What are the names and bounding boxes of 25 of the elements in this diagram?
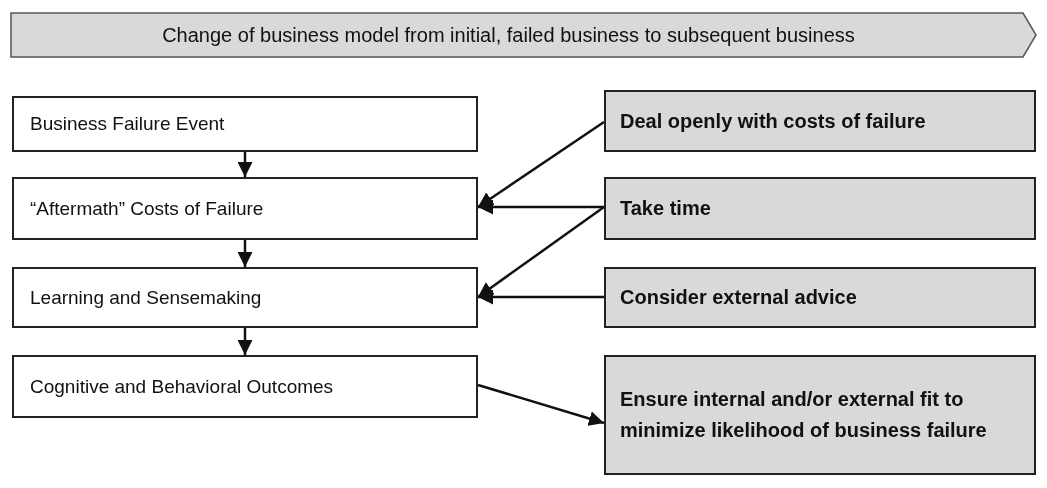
stage-box — [12, 96, 478, 152]
arrow — [237, 240, 253, 267]
box-label: Cognitive and Behavioral Outcomes — [30, 375, 334, 398]
stage-box — [12, 177, 478, 240]
box-label: Consider external advice — [620, 285, 857, 310]
arrow — [237, 328, 253, 355]
arrow — [477, 206, 605, 298]
action-box — [604, 90, 1036, 152]
arrow — [477, 120, 605, 209]
arrow — [237, 152, 253, 177]
box-label: Business Failure Event — [30, 113, 225, 135]
arrow — [478, 199, 604, 215]
action-box — [604, 355, 1036, 475]
box-label: Ensure internal and/or external fit to minimize likelihood of business failure — [620, 387, 988, 443]
box-label: “Aftermath” Costs of Failure — [30, 197, 264, 220]
stage-box — [12, 267, 478, 328]
box-label: Take time — [620, 196, 711, 221]
banner-title: Change of business model from initial, failed business to subsequent business — [162, 23, 855, 47]
action-box — [604, 267, 1036, 328]
box-label: Learning and Sensemaking — [30, 286, 262, 309]
arrow — [477, 383, 605, 426]
action-box — [604, 177, 1036, 240]
stage-box — [12, 355, 478, 418]
arrow — [478, 289, 604, 305]
box-label: Deal openly with costs of failure — [620, 108, 926, 134]
